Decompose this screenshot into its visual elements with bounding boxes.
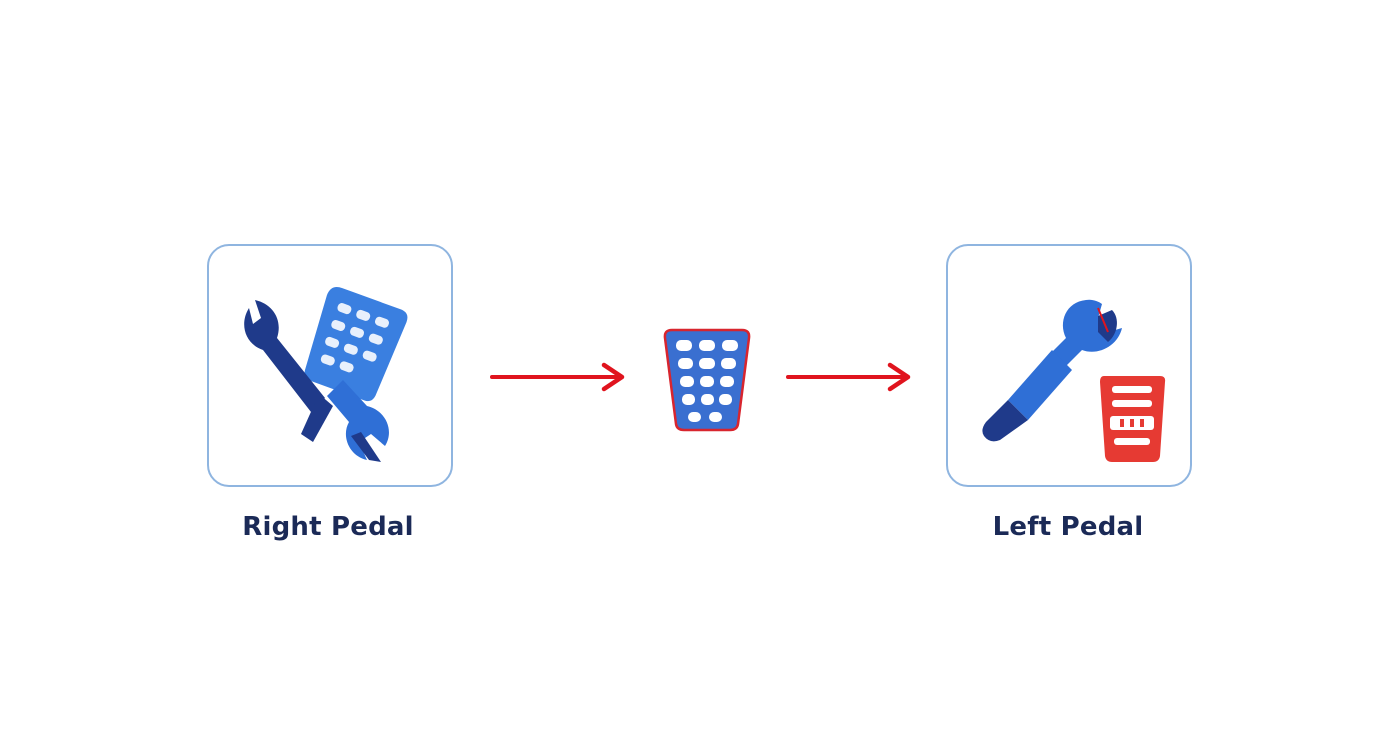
wrench-and-pedal-icon <box>244 287 408 462</box>
left-pedal-card <box>946 244 1192 487</box>
right-pedal-label: Right Pedal <box>242 512 414 542</box>
arrow-right-icon <box>490 362 625 392</box>
right-pedal-card <box>207 244 453 487</box>
left-pedal-label: Left Pedal <box>992 512 1144 542</box>
arrow-right-icon <box>786 362 911 392</box>
pedal-pad-icon <box>663 328 751 432</box>
wrench-and-red-pedal-icon <box>982 299 1166 462</box>
